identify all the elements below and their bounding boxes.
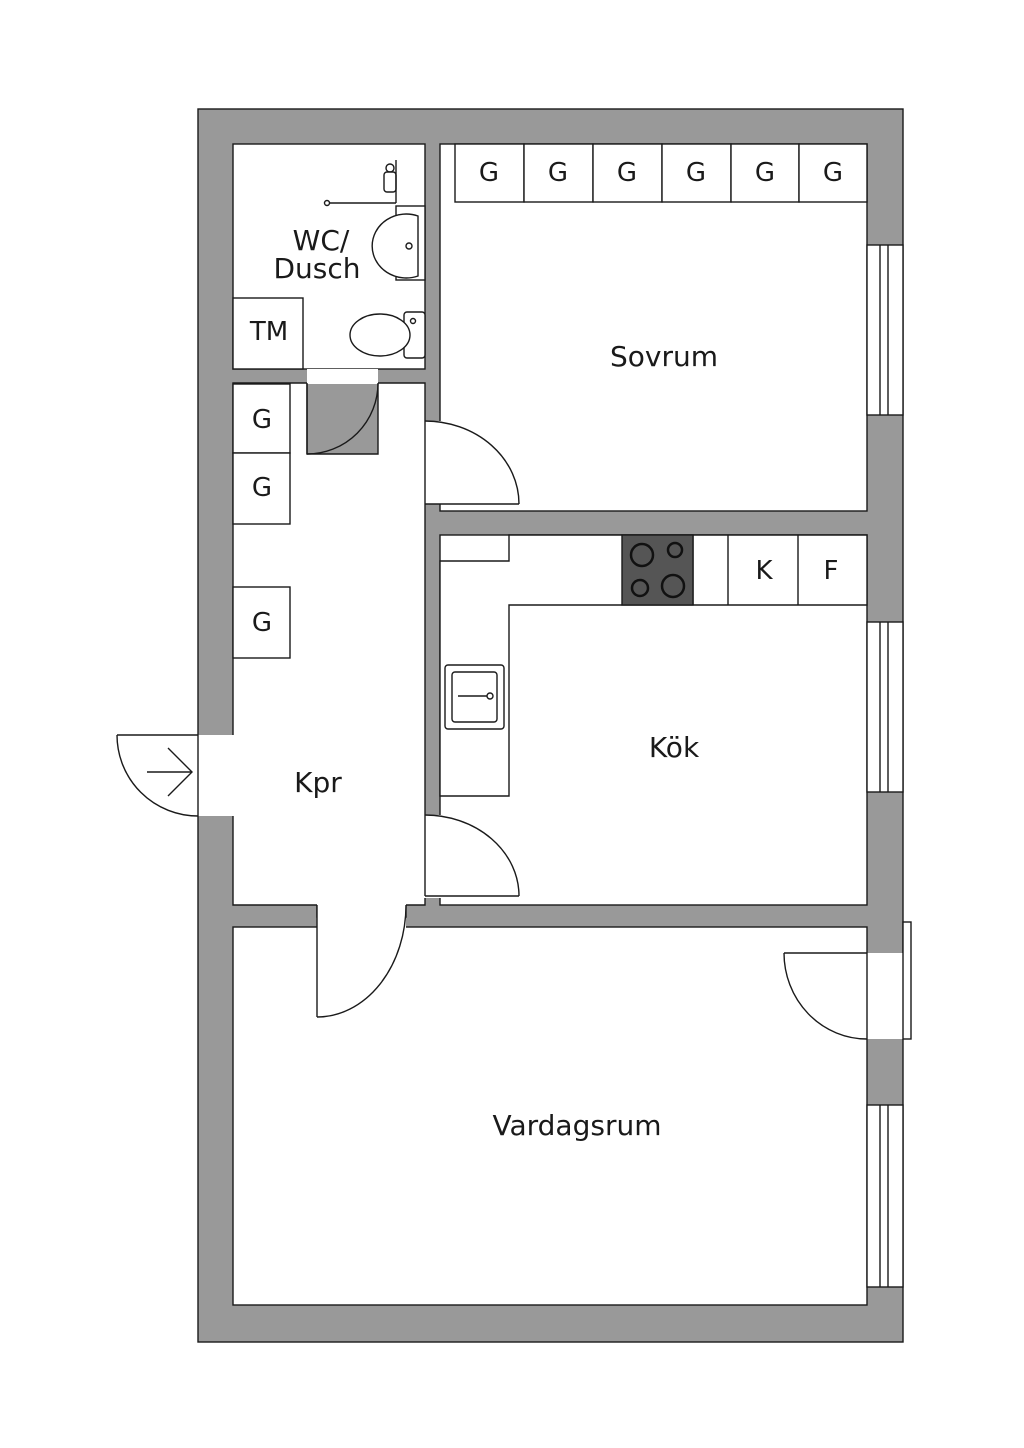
laundry-label: TM <box>249 317 288 347</box>
wardrobe-label: G <box>548 158 568 188</box>
washbasin-icon <box>371 205 426 281</box>
wardrobe-label: G <box>252 405 272 435</box>
vardagsrum-door <box>316 904 407 1018</box>
entrance-arrow-icon <box>147 747 193 797</box>
freezer: F <box>824 556 839 586</box>
sink-icon <box>444 664 505 730</box>
sovrum-door <box>424 420 520 505</box>
laundry-unit: TM <box>232 297 304 370</box>
hall-wardrobes: G G G <box>232 383 291 659</box>
room-label-sovrum: Sovrum <box>610 340 718 373</box>
sovrum-door-opening <box>424 421 442 504</box>
stove-icon <box>621 534 694 606</box>
wardrobe-label: G <box>252 473 272 503</box>
window-sovrum <box>866 244 904 416</box>
sovrum-wardrobes: G G G G G G <box>454 143 868 203</box>
entrance-door <box>116 734 199 817</box>
wc-door-opening <box>307 369 378 384</box>
room-label-kpr: Kpr <box>294 766 342 799</box>
balcony-door-opening <box>866 953 905 1039</box>
wardrobe-label: G <box>479 158 499 188</box>
shower-icon <box>323 160 397 207</box>
room-label-wc-line1: WC/ <box>293 224 350 257</box>
freezer-label: F <box>824 556 839 586</box>
wardrobe-label: G <box>252 608 272 638</box>
room-label-wc-line2: Dusch <box>273 252 360 285</box>
kok-door-opening <box>424 815 442 898</box>
wardrobe-label: G <box>617 158 637 188</box>
kok-door <box>424 814 520 897</box>
fridge: K <box>755 556 773 586</box>
balcony-door <box>783 921 912 1040</box>
room-label-vardagsrum: Vardagsrum <box>493 1109 662 1142</box>
entrance-opening <box>196 735 235 816</box>
wc-door <box>306 382 379 455</box>
window-vardagsrum <box>866 1104 904 1288</box>
wardrobe-label: G <box>686 158 706 188</box>
room-label-kok: Kök <box>649 731 700 764</box>
wardrobe-label: G <box>823 158 843 188</box>
window-kok <box>866 621 904 793</box>
toilet-icon <box>349 311 426 359</box>
wardrobe-label: G <box>755 158 775 188</box>
fridge-label: K <box>755 556 773 586</box>
room-vardagsrum <box>232 926 868 1306</box>
vardagsrum-door-opening <box>317 904 406 928</box>
